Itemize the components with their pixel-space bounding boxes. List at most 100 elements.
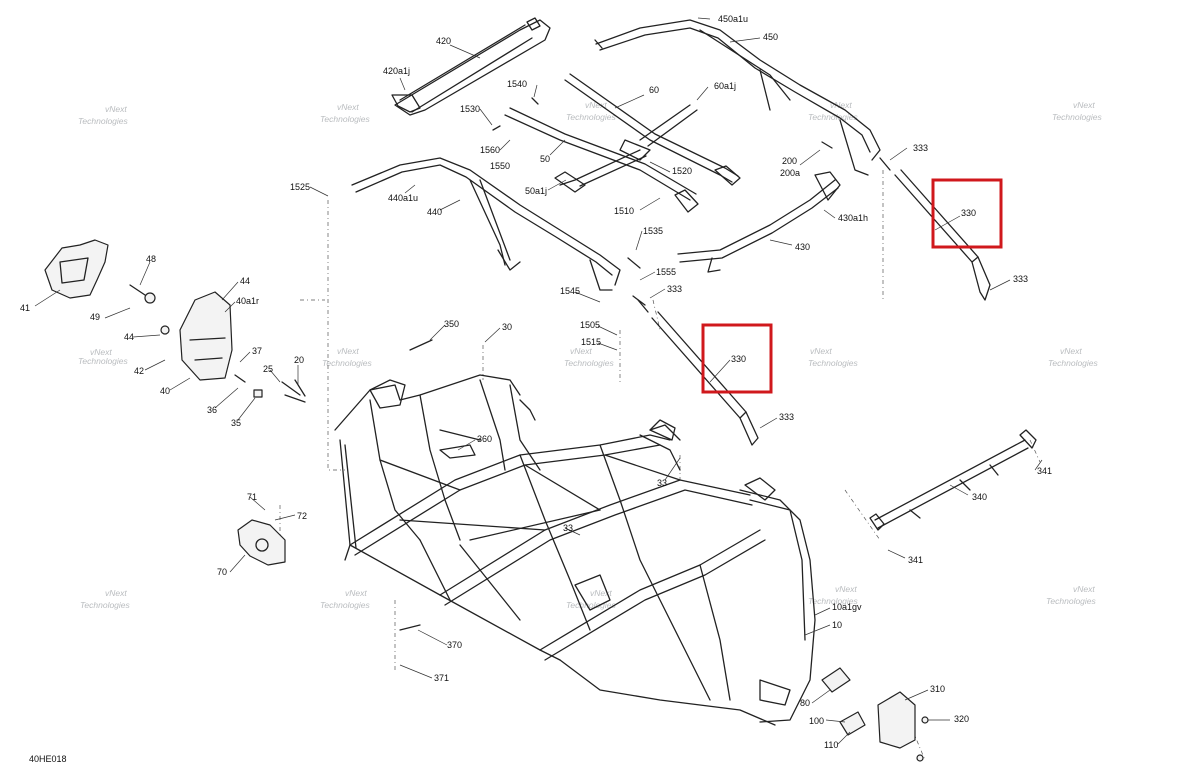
watermark-line2: Technologies [564,358,615,368]
callout-430: 430 [795,242,810,252]
watermark-line1: vNext [590,588,612,598]
watermark-line1: vNext [585,100,607,110]
callout-440a1u: 440a1u [388,193,418,203]
callout-40a1r: 40a1r [236,296,259,306]
callout-25: 25 [263,364,273,374]
callout-30: 30 [502,322,512,332]
callout-333-center-top: 333 [667,284,682,294]
part-330-strut-center [637,299,773,446]
callout-440: 440 [427,207,442,217]
callout-42: 42 [134,366,144,376]
callout-370: 370 [447,640,462,650]
callout-330-center: 330 [731,354,746,364]
part-430-roof-bar [677,171,841,273]
callout-320: 320 [954,714,969,724]
watermark-line1: vNext [810,346,832,356]
main-chassis-frame [334,374,816,726]
callout-1535: 1535 [643,226,663,236]
watermark-line1: vNext [1073,584,1095,594]
callout-1525: 1525 [290,182,310,192]
callout-70: 70 [217,567,227,577]
callout-49: 49 [90,312,100,322]
watermark-line2: Technologies [566,112,617,122]
callout-1505: 1505 [580,320,600,330]
callout-1550: 1550 [490,161,510,171]
callout-420: 420 [436,36,451,46]
drawing-code: 40HE018 [29,754,67,764]
part-41-cover [44,239,109,299]
callout-labels: 420 420a1j 450a1u 450 1540 60 60a1j 1530… [20,14,1052,750]
callout-71: 71 [247,492,257,502]
watermark-line2: Technologies [322,358,373,368]
watermark-line1: vNext [337,346,359,356]
callout-1515: 1515 [581,337,601,347]
watermark-line1: vNext [90,347,112,357]
callout-10: 10 [832,620,842,630]
callout-310: 310 [930,684,945,694]
watermark-line1: vNext [830,100,852,110]
highlight-box-330-right [931,178,1003,249]
watermark-line1: vNext [1073,100,1095,110]
callout-110: 110 [824,740,838,750]
part-330-strut-right [879,157,1003,301]
small-clips [399,97,833,631]
part-50-crossbar [504,107,699,213]
callout-1560: 1560 [480,145,500,155]
watermark-line2: Technologies [808,358,859,368]
callout-333-top: 333 [913,143,928,153]
watermark-group: vNext Technologies vNext Technologies vN… [78,100,1103,610]
callout-100: 100 [809,716,824,726]
callout-330-right: 330 [961,208,976,218]
callout-50: 50 [540,154,550,164]
callout-1545: 1545 [560,286,580,296]
part-70-mount [237,519,286,566]
callout-40: 40 [160,386,170,396]
callout-340: 340 [972,492,987,502]
callout-36: 36 [207,405,217,415]
callout-50a1j: 50a1j [525,186,547,196]
callout-80: 80 [800,698,810,708]
callout-450: 450 [763,32,778,42]
callout-1555: 1555 [656,267,676,277]
callout-41: 41 [20,303,30,313]
watermark-line2: Technologies [808,112,859,122]
callout-48: 48 [146,254,156,264]
callout-333-right-bottom: 333 [1013,274,1028,284]
highlight-box-330-center [701,323,773,394]
part-450-roof-bar [594,19,881,176]
watermark-line2: Technologies [80,600,131,610]
callout-10a1gv: 10a1gv [832,602,862,612]
watermark-line1: vNext [1060,346,1082,356]
leader-lines [34,17,1043,745]
callout-33-top: 33 [657,478,667,488]
watermark-line2: Technologies [1052,112,1103,122]
watermark-line1: vNext [835,584,857,594]
watermark-line1: vNext [105,588,127,598]
callout-341-bottom: 341 [908,555,923,565]
watermark-line1: vNext [105,104,127,114]
callout-37: 37 [252,346,262,356]
callout-341-top: 341 [1037,466,1052,476]
callout-1530: 1530 [460,104,480,114]
part-310-rear-mount [821,667,929,762]
callout-60a1j: 60a1j [714,81,736,91]
callout-200: 200 [782,156,797,166]
watermark-line1: vNext [337,102,359,112]
watermark-line1: vNext [570,346,592,356]
callout-60: 60 [649,85,659,95]
watermark-line2: Technologies [1048,358,1099,368]
callout-360: 360 [477,434,492,444]
watermark-line2: Technologies [1046,596,1097,606]
callout-72: 72 [297,511,307,521]
callout-200a: 200a [780,168,800,178]
watermark-line2: Technologies [78,116,129,126]
part-40-bracket [129,284,233,381]
part-340-cross-tube [869,429,1037,531]
watermark-line2: Technologies [808,596,859,606]
watermark-line2: Technologies [566,600,617,610]
callout-35: 35 [231,418,241,428]
watermark-line1: vNext [345,588,367,598]
watermark-line2: Technologies [320,600,371,610]
callout-44-bottom: 44 [124,332,134,342]
callout-1540: 1540 [507,79,527,89]
